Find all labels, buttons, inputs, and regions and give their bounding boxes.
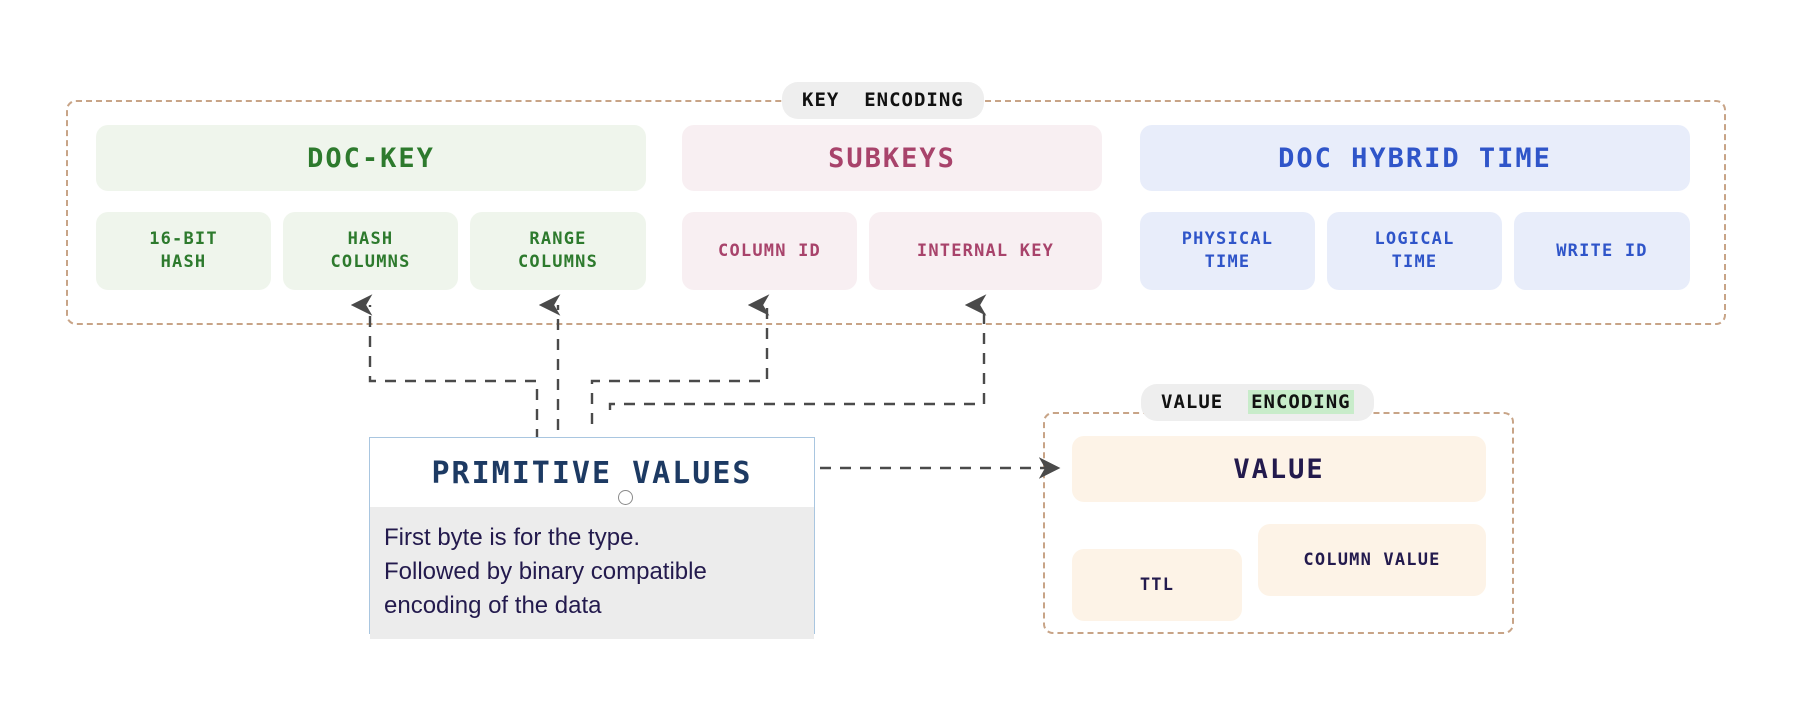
- chip-label: COLUMN ID: [718, 240, 821, 261]
- chip-label: COLUMN VALUE: [1303, 549, 1441, 570]
- chip-label: INTERNAL KEY: [916, 240, 1055, 261]
- section-title-doc-hybrid-time: DOC HYBRID TIME: [1278, 142, 1552, 174]
- primitive-values-body: First byte is for the type. Followed by …: [370, 507, 814, 640]
- chip-column-id: COLUMN ID: [682, 212, 857, 290]
- section-header-doc-key: DOC-KEY: [96, 125, 646, 191]
- section-title-subkeys: SUBKEYS: [828, 142, 956, 174]
- section-title-value: VALUE: [1233, 453, 1325, 485]
- chip-ttl: TTL: [1072, 549, 1242, 621]
- primitive-values-body-line: First byte is for the type.: [384, 524, 641, 551]
- chip-label: WRITE ID: [1556, 240, 1648, 261]
- primitive-values-body-line: encoding of the data: [384, 592, 602, 620]
- section-header-subkeys: SUBKEYS: [682, 125, 1102, 191]
- primitive-values-card[interactable]: PRIMITIVE VALUES First byte is for the t…: [369, 437, 815, 640]
- primitive-values-body-line: Followed by binary compatible: [384, 558, 707, 586]
- primitive-values-anchor-dot[interactable]: [618, 490, 633, 505]
- wire-to-hash-columns: [350, 294, 539, 440]
- value-encoding-label-suffix: ENCODING: [1248, 390, 1354, 414]
- value-encoding-label: VALUE ENCODING: [1141, 384, 1374, 421]
- chip-internal-key: INTERNAL KEY: [869, 212, 1102, 290]
- section-header-value: VALUE: [1072, 436, 1486, 502]
- chip-label: TTL: [1139, 574, 1175, 595]
- key-encoding-label-suffix: ENCODING: [864, 89, 964, 111]
- key-encoding-label: KEY ENCODING: [782, 82, 984, 119]
- primitive-values-title: PRIMITIVE VALUES: [370, 438, 814, 507]
- chip-write-id: WRITE ID: [1514, 212, 1690, 290]
- section-header-doc-hybrid-time: DOC HYBRID TIME: [1140, 125, 1690, 191]
- chip-column-value: COLUMN VALUE: [1258, 524, 1486, 596]
- section-title-doc-key: DOC-KEY: [307, 142, 435, 174]
- value-encoding-label-prefix: VALUE: [1161, 391, 1224, 413]
- key-encoding-label-prefix: KEY: [802, 89, 840, 111]
